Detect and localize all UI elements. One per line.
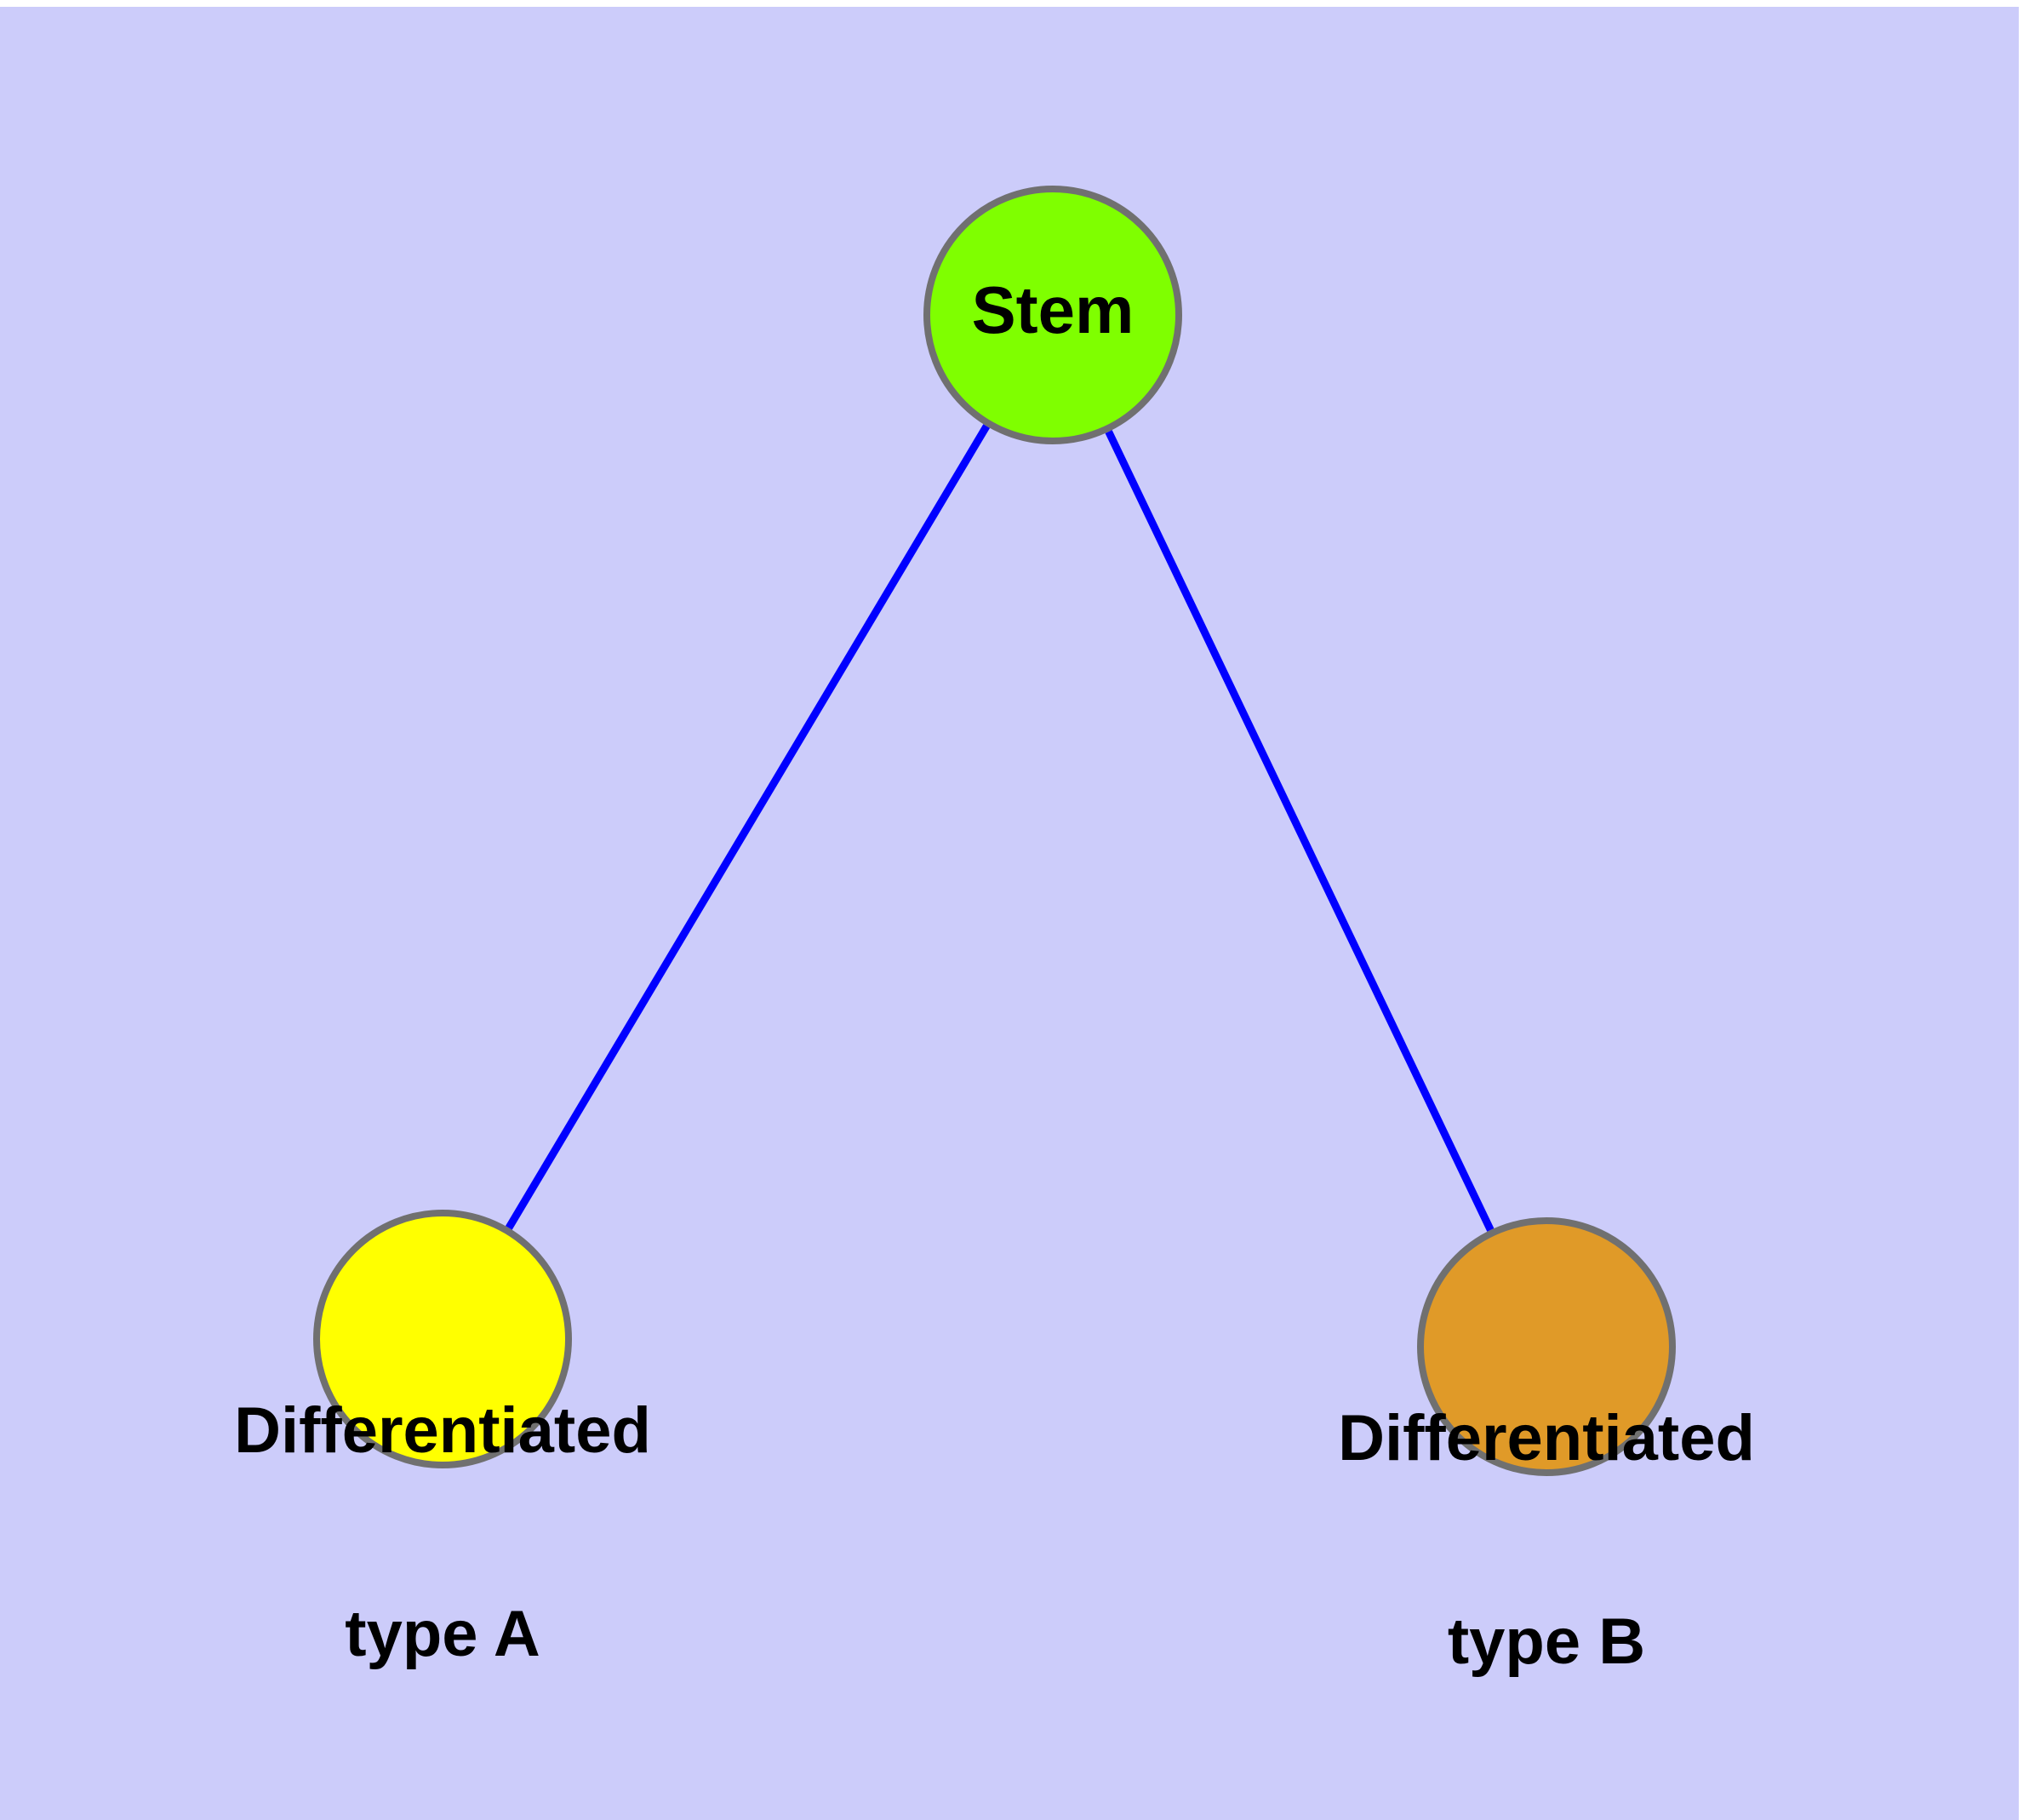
edge-stem-to-differentiated-type-a[interactable]: [505, 424, 991, 1230]
node-layer: [313, 186, 1676, 1476]
node-differentiated-type-a[interactable]: [313, 1210, 572, 1468]
graph-svg: [313, 186, 1676, 1476]
plot-area: Stem Differentiated type A Differentiate…: [0, 7, 2019, 1820]
node-stem[interactable]: [923, 186, 1182, 444]
edge-stem-to-differentiated-type-b[interactable]: [1105, 430, 1495, 1232]
node-differentiated-type-b[interactable]: [1417, 1217, 1676, 1476]
edge-layer: [505, 424, 1495, 1232]
